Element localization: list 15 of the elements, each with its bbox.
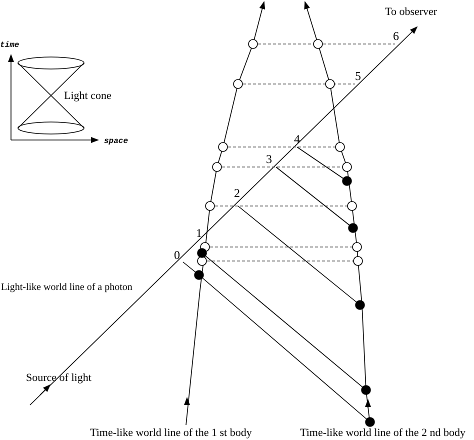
diagram-label: To observer — [385, 6, 438, 18]
event-number: 6 — [393, 30, 399, 42]
diagram-label: Source of light — [26, 372, 92, 384]
event-number: 3 — [266, 153, 272, 165]
diagram-label: Light-like world line of a photon — [1, 282, 132, 294]
axis-label: time — [0, 40, 20, 52]
diagram-label: Light cone — [64, 90, 112, 102]
event-number: 1 — [196, 227, 202, 239]
event-number: 0 — [174, 249, 180, 261]
axis-label: space — [104, 136, 128, 148]
event-number: 4 — [294, 133, 300, 145]
event-number: 2 — [234, 187, 240, 199]
diagram-label: Time-like world line of the 1 st body — [90, 427, 252, 439]
diagram-label: Time-like world line of the 2 nd body — [300, 427, 466, 439]
event-number: 5 — [355, 70, 361, 82]
